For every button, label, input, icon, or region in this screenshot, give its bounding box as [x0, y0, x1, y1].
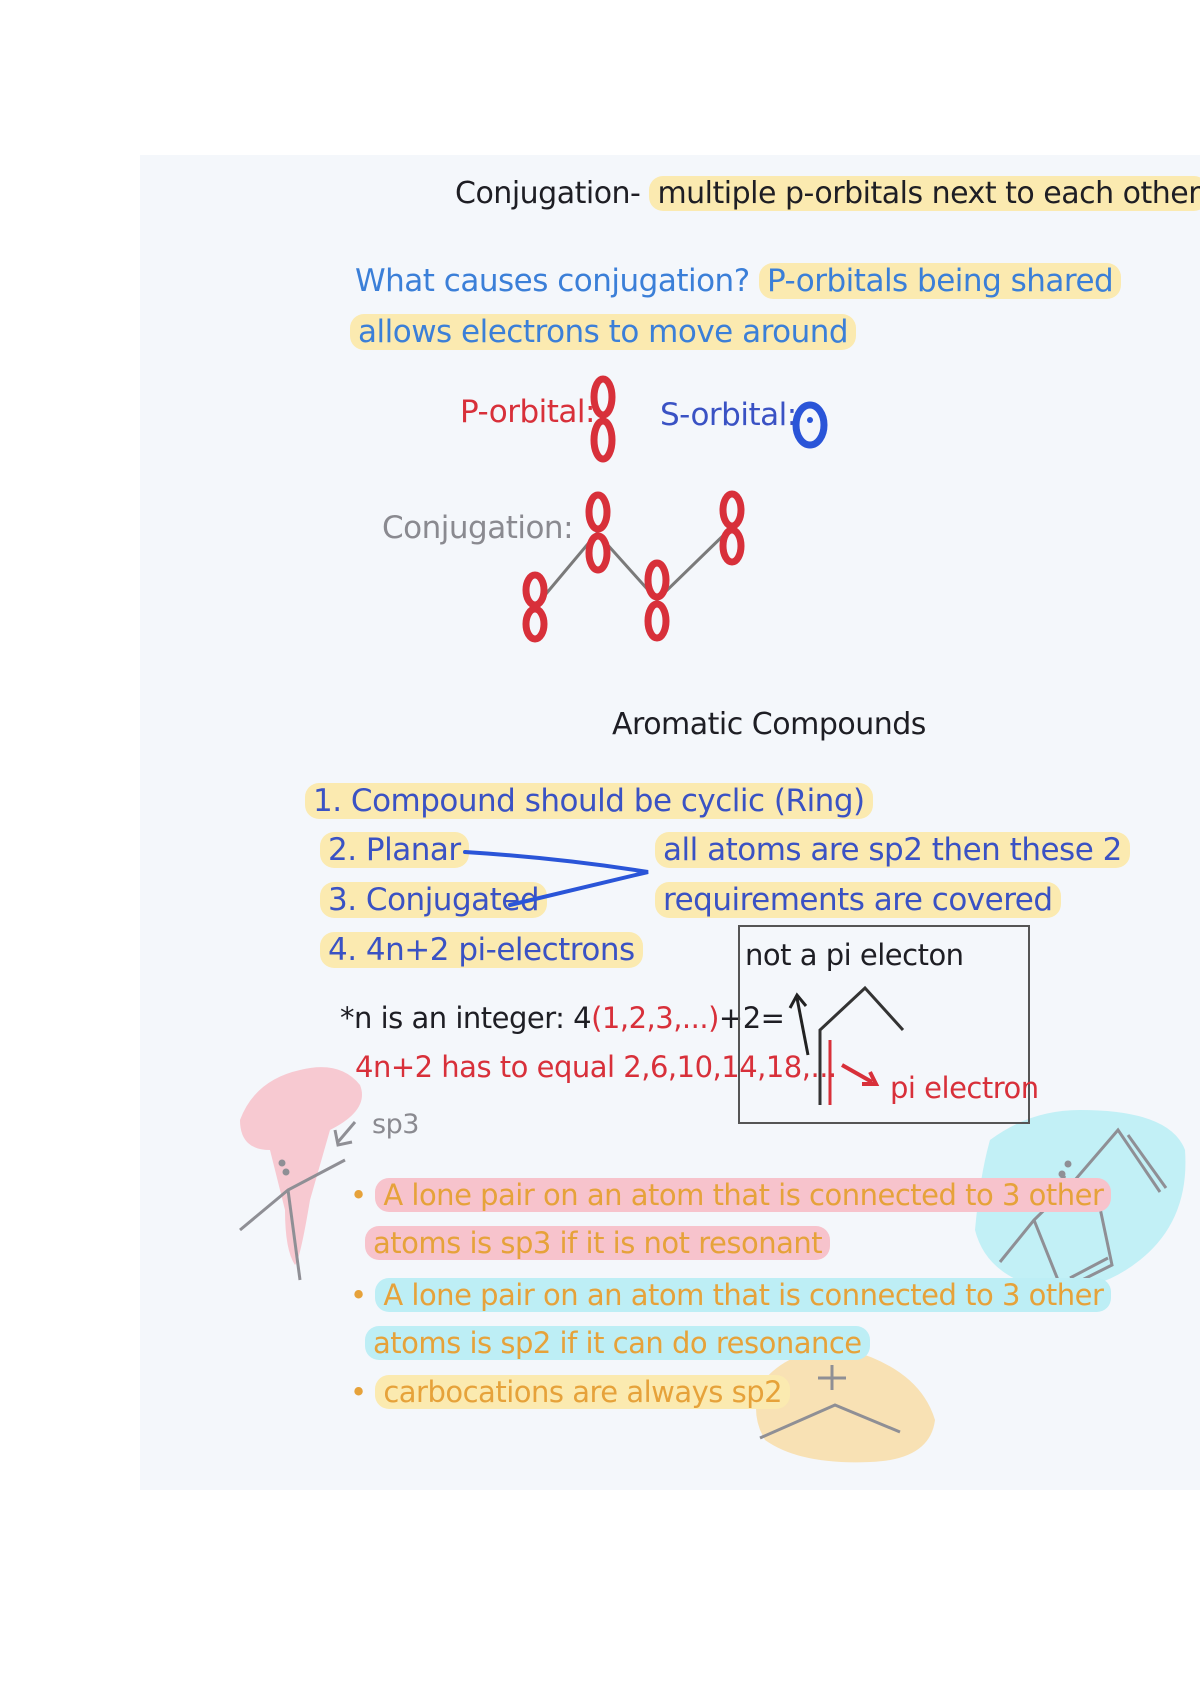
answer-part1: P-orbitals being shared — [759, 263, 1122, 299]
question-line: What causes conjugation? P-orbitals bein… — [355, 261, 1122, 301]
conjugation-chain-icon — [522, 490, 745, 643]
sp2-note-line2: requirements are covered — [655, 880, 1061, 920]
heading-definition: multiple p-orbitals next to each other — [649, 176, 1200, 211]
integer-note-values: (1,2,3,...) — [591, 1001, 719, 1035]
p-orbital-label: P-orbital: — [460, 394, 595, 430]
aromatic-title: Aromatic Compounds — [612, 707, 926, 742]
conjugation-label: Conjugation: — [382, 510, 574, 546]
bullet-3: • carbocations are always sp2 — [350, 1372, 791, 1412]
sp3-molecule-icon — [239, 1121, 357, 1281]
sp2-note-line1: all atoms are sp2 then these 2 — [655, 830, 1130, 870]
bullet-1-line2: atoms is sp3 if it is not resonant — [365, 1223, 831, 1263]
box-bottom-label: pi electron — [890, 1071, 1039, 1105]
bullet-2-line1: • A lone pair on an atom that is connect… — [350, 1275, 1112, 1315]
rule-1: 1. Compound should be cyclic (Ring) — [305, 781, 873, 821]
heading: Conjugation- multiple p-orbitals next to… — [455, 174, 1200, 214]
orange-blob — [756, 1349, 935, 1463]
pink-blob — [240, 1067, 362, 1265]
integer-note-suffix: +2= — [718, 1001, 785, 1035]
heading-prefix: Conjugation- — [455, 176, 641, 211]
answer-line-2: allows electrons to move around — [350, 312, 857, 352]
box-top-label: not a pi electon — [745, 938, 964, 972]
s-orbital-icon — [792, 401, 828, 449]
rule-2: 2. Planar — [320, 830, 469, 870]
p-orbital-icon — [590, 375, 616, 463]
integer-note-prefix: *n is an integer: 4 — [340, 1001, 592, 1035]
equal-note: 4n+2 has to equal 2,6,10,14,18,... — [355, 1050, 837, 1084]
rule-3: 3. Conjugated — [320, 880, 548, 920]
sp3-label: sp3 — [372, 1109, 419, 1140]
s-orbital-label: S-orbital: — [660, 397, 797, 433]
question: What causes conjugation? — [355, 263, 750, 299]
rule-4: 4. 4n+2 pi-electrons — [320, 930, 643, 970]
pi-electron-box — [738, 925, 1030, 1124]
bullet-1-line1: • A lone pair on an atom that is connect… — [350, 1175, 1112, 1215]
answer-part2: allows electrons to move around — [350, 314, 857, 350]
integer-note: *n is an integer: 4(1,2,3,...)+2= — [340, 998, 785, 1038]
bullet-2-line2: atoms is sp2 if it can do resonance — [365, 1323, 870, 1363]
